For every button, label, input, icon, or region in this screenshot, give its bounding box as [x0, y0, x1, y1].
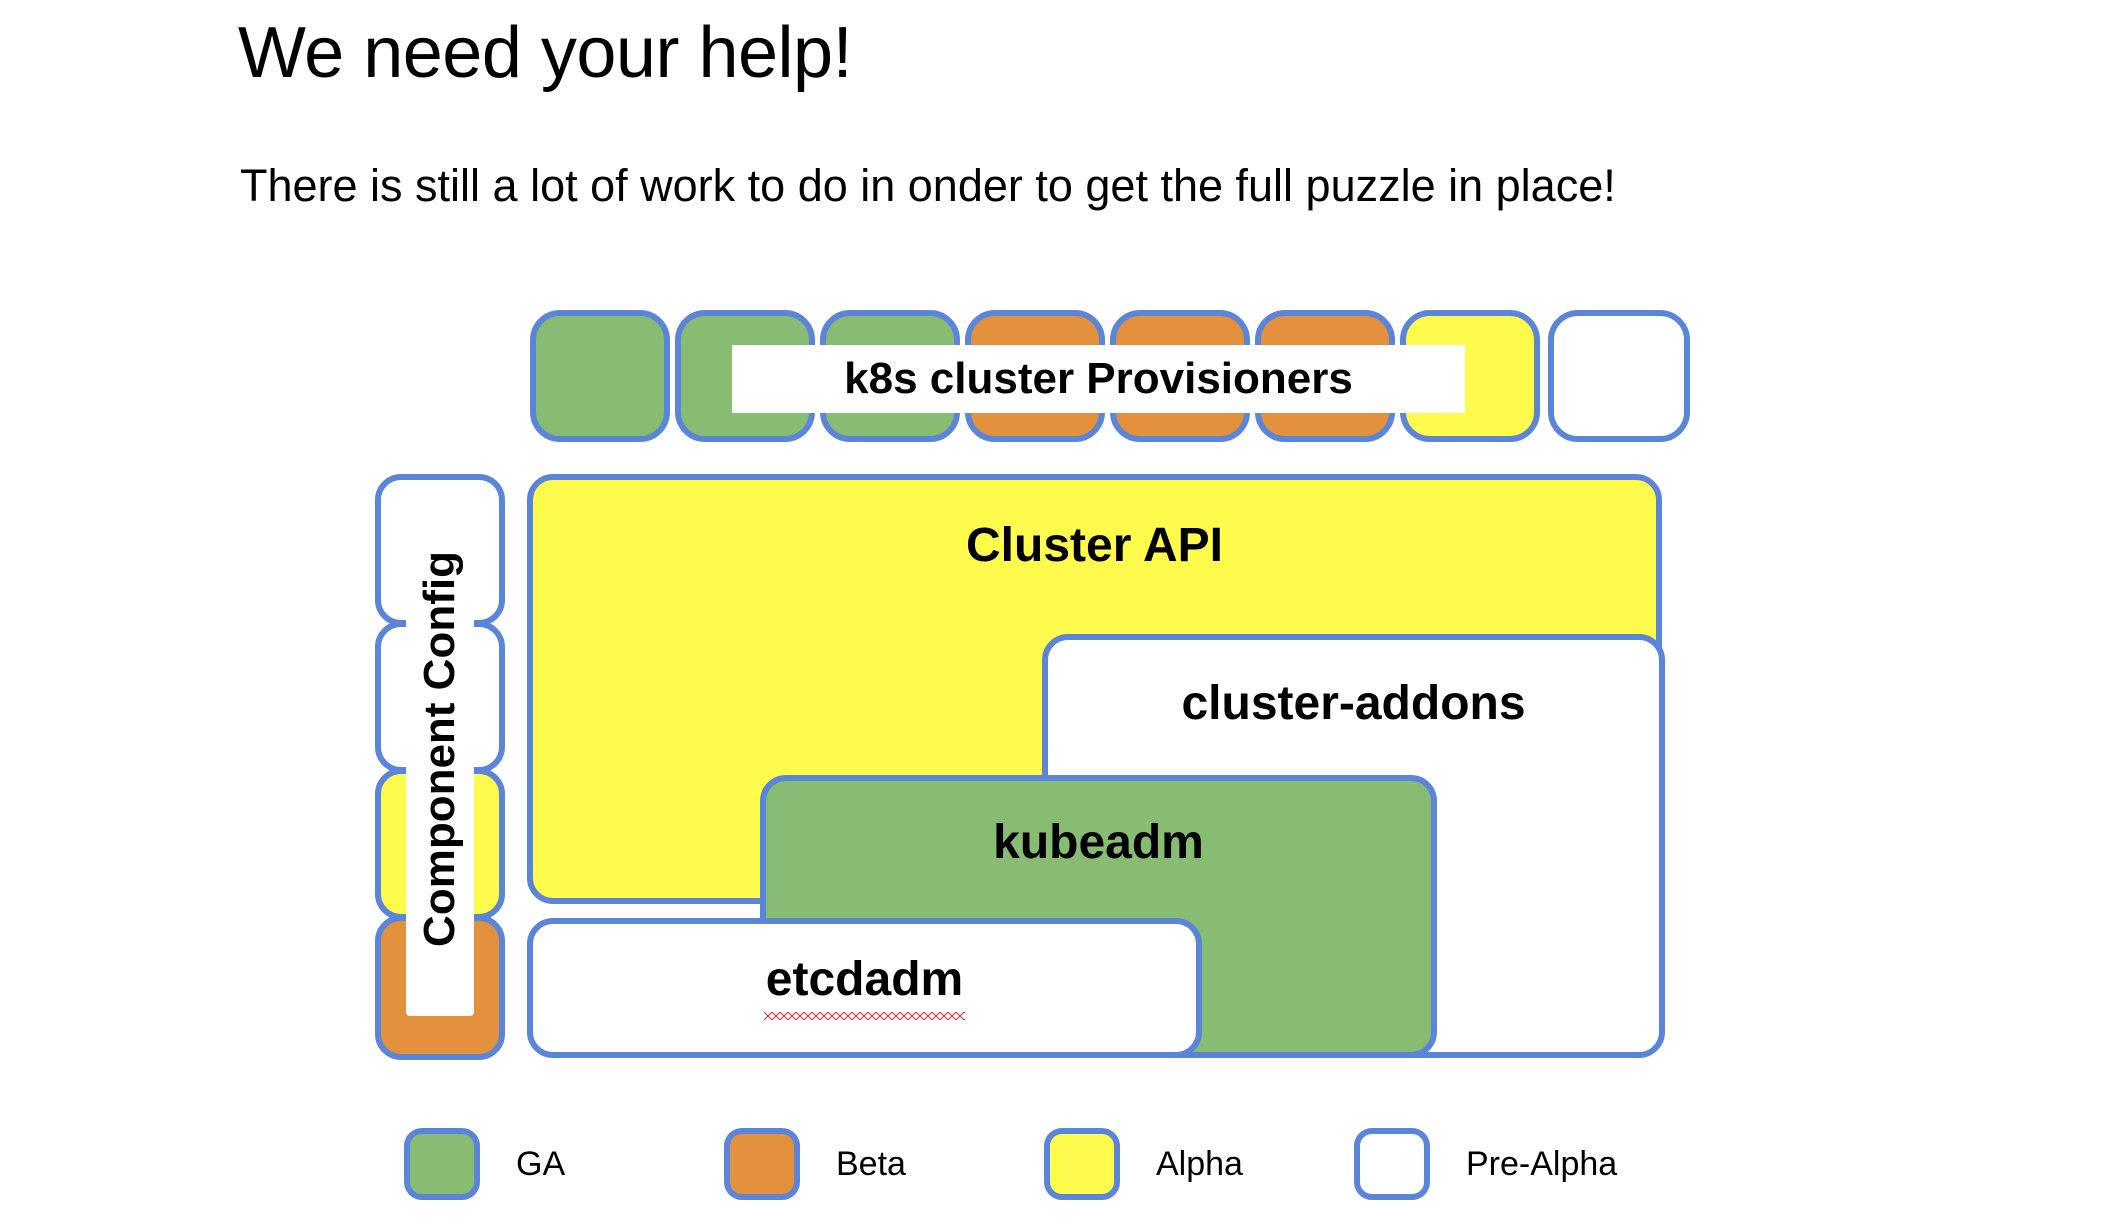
- legend-swatch-ga: [404, 1128, 480, 1200]
- cluster-addons-label: cluster-addons: [1181, 677, 1526, 730]
- provisioner-box-1[interactable]: [530, 310, 670, 442]
- legend-item-pre-alpha: Pre-Alpha: [1354, 1128, 1617, 1200]
- provisioner-row-label: k8s cluster Provisioners: [732, 345, 1465, 413]
- legend-item-alpha: Alpha: [1044, 1128, 1243, 1200]
- etcdadm-label-wrap: etcdadm: [533, 952, 1196, 1020]
- legend-label-pre-alpha: Pre-Alpha: [1466, 1144, 1618, 1183]
- legend-label-alpha: Alpha: [1156, 1144, 1243, 1183]
- legend-item-beta: Beta: [724, 1128, 906, 1200]
- page-subtitle: There is still a lot of work to do in on…: [240, 160, 1616, 211]
- legend-swatch-beta: [724, 1128, 800, 1200]
- etcdadm-label: etcdadm: [763, 953, 966, 1020]
- legend-item-ga: GA: [404, 1128, 565, 1200]
- component-config-label-text: Component Config: [415, 551, 465, 947]
- cluster-api-label: Cluster API: [966, 519, 1223, 572]
- kubeadm-label: kubeadm: [993, 816, 1204, 869]
- legend-label-ga: GA: [516, 1144, 566, 1183]
- page-title: We need your help!: [238, 13, 853, 93]
- legend-swatch-alpha: [1044, 1128, 1120, 1200]
- legend-swatch-pre-alpha: [1354, 1128, 1430, 1200]
- legend-label-beta: Beta: [836, 1144, 906, 1183]
- component-config-label: Component Config: [406, 482, 474, 1016]
- etcdadm-box[interactable]: etcdadm: [527, 918, 1202, 1058]
- provisioner-box-8[interactable]: [1548, 310, 1690, 442]
